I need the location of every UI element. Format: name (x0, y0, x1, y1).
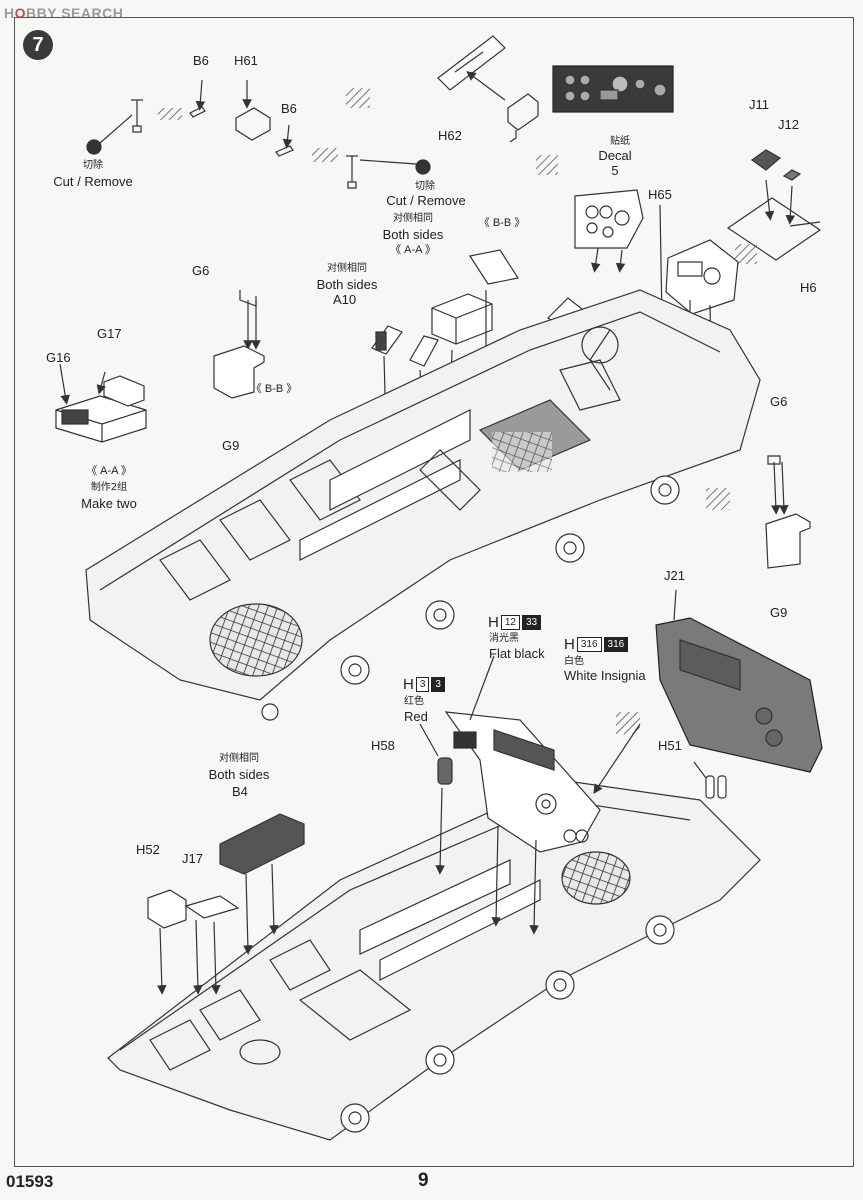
paint-chip-white-insignia: H 316 316 (564, 636, 629, 653)
label-b6: B6 (193, 53, 209, 68)
paint-chip-red: H 3 3 (403, 676, 445, 693)
label-cut-remove: Cut / Remove (386, 193, 466, 208)
label-g16: G16 (46, 350, 71, 365)
label-flat-black: Flat black (489, 646, 545, 661)
label-make-two: Make two (81, 496, 137, 511)
label-h65: H65 (648, 187, 672, 202)
part-j11-j12-h6 (726, 149, 822, 264)
label-g9: G9 (770, 605, 788, 620)
label-j21: J21 (664, 568, 685, 583)
label-flat-black-zh: 消光黑 (489, 633, 519, 644)
label-j17: J17 (182, 851, 203, 866)
page-frame (14, 17, 854, 1167)
label-make-two-zh: 制作2组 (90, 482, 128, 493)
label-j11: J11 (749, 97, 769, 112)
label-both-sides-zh: 对侧相同 (327, 263, 367, 274)
cut-icon (415, 159, 431, 175)
label-h52: H52 (136, 842, 160, 857)
label-decal-zh: 贴纸 (610, 136, 630, 147)
part-h62 (437, 35, 539, 143)
part-h51 (693, 761, 727, 799)
label-decal-number: 5 (611, 163, 619, 178)
paint-chip-flat-black: H 12 33 (488, 614, 542, 631)
label-j12: J12 (778, 117, 799, 132)
label-both-sides-zh: 对侧相同 (219, 753, 259, 764)
label-white-insignia: White Insignia (564, 668, 646, 683)
label-section-aa: 《 A-A 》 (86, 465, 132, 477)
part-instrument-board (444, 655, 601, 935)
cut-icon (86, 139, 102, 155)
label-both-sides: Both sides (382, 227, 444, 242)
label-cut-zh: 切除 (83, 160, 103, 171)
label-cut-remove: Cut / Remove (53, 174, 133, 189)
part-g16-g17-box (55, 363, 147, 443)
label-g9: G9 (222, 438, 240, 453)
product-code: 01593 (6, 1172, 54, 1191)
part-h58 (419, 723, 453, 875)
detail-b6-h61 (86, 79, 431, 189)
label-both-sides-zh: 对侧相同 (393, 213, 433, 224)
label-g6: G6 (770, 394, 788, 409)
page-number: 9 (418, 1170, 429, 1191)
label-white-zh: 白色 (564, 656, 584, 667)
label-g17: G17 (97, 326, 122, 341)
label-b4: B4 (232, 784, 248, 799)
label-both-sides: Both sides (208, 767, 270, 782)
label-section-bb: 《 B-B 》 (250, 383, 298, 395)
label-h51: H51 (658, 738, 682, 753)
label-red: Red (404, 709, 428, 724)
label-h58: H58 (371, 738, 395, 753)
label-red-zh: 红色 (404, 696, 424, 707)
label-section-aa: 《 A-A 》 (390, 244, 436, 256)
part-g6-g9-right (706, 455, 811, 569)
step-number-badge: 7 (23, 30, 53, 60)
label-decal: Decal (598, 148, 632, 163)
label-h62: H62 (438, 128, 462, 143)
parts-b4-j17-h52 (147, 813, 305, 995)
parts-a10-seats (371, 249, 597, 441)
label-a10: A10 (333, 292, 357, 307)
lower-hull (107, 779, 761, 1141)
label-both-sides: Both sides (316, 277, 378, 292)
decal-5-dashboard (552, 65, 674, 113)
label-cut-zh: 切除 (415, 181, 435, 192)
label-h61: H61 (234, 53, 258, 68)
part-g6-g9-left (213, 290, 265, 399)
upper-hull (85, 289, 761, 721)
label-b6: B6 (281, 101, 297, 116)
label-section-bb: 《 B-B 》 (478, 217, 526, 229)
label-h6: H6 (800, 280, 817, 295)
part-j21-rear-door (593, 589, 823, 794)
label-g6: G6 (192, 263, 210, 278)
part-h65-panel (574, 189, 669, 337)
